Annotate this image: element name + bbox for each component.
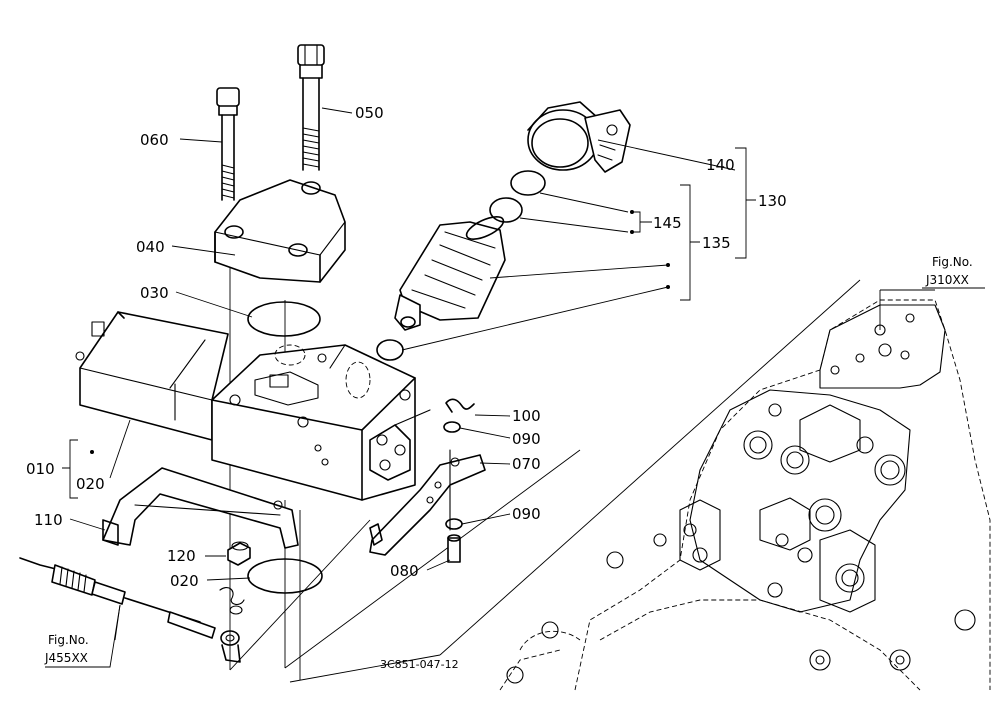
label-020-upper: 020 (76, 475, 105, 493)
part-040-cover (214, 179, 346, 283)
part-090-washer-upper (443, 421, 461, 433)
part-070-lever (369, 449, 486, 556)
part-080-pin (447, 534, 461, 563)
label-010: 010 (26, 460, 55, 478)
part-110-bracket (102, 467, 299, 549)
part-labels: 060 050 040 030 140 130 145 135 100 090 … (26, 104, 787, 590)
label-140: 140 (706, 156, 735, 174)
label-100: 100 (512, 407, 541, 425)
label-090-lower: 090 (512, 505, 541, 523)
part-010-valve-block (75, 311, 431, 501)
fig-ref-left-code: J455XX (44, 651, 88, 665)
fig-ref-right-label: Fig.No. (932, 255, 973, 269)
label-145: 145 (653, 214, 682, 232)
fig-ref-right-code: J310XX (925, 273, 969, 287)
part-145-oring-b (489, 197, 523, 223)
figure-references: Fig.No. J310XX Fig.No. J455XX (44, 255, 985, 668)
label-020-lower: 020 (170, 572, 199, 590)
part-060-bolt (216, 87, 240, 201)
part-120-plug (227, 541, 251, 566)
label-040: 040 (136, 238, 165, 256)
fig-ref-left-label: Fig.No. (48, 633, 89, 647)
part-020-oring (247, 558, 323, 594)
label-110: 110 (34, 511, 63, 529)
label-130: 130 (758, 192, 787, 210)
part-100-clip (445, 398, 475, 413)
part-050-bolt (297, 44, 325, 171)
part-135-oring-small (376, 339, 404, 361)
cable-assembly (19, 557, 245, 663)
label-070: 070 (512, 455, 541, 473)
label-080: 080 (390, 562, 419, 580)
label-135: 135 (702, 234, 731, 252)
part-030-oring (247, 301, 321, 337)
part-090-washer-lower (445, 518, 463, 530)
label-030: 030 (140, 284, 169, 302)
drawing-code: 3C851-047-12 (380, 658, 459, 671)
background-assembly (499, 289, 991, 691)
part-135-cartridge (394, 216, 506, 331)
label-050: 050 (355, 104, 384, 122)
part-140-clamp (527, 101, 631, 173)
label-090-upper: 090 (512, 430, 541, 448)
part-145-oring-a (510, 170, 546, 196)
label-060: 060 (140, 131, 169, 149)
label-120: 120 (167, 547, 196, 565)
leader-lines (62, 107, 935, 641)
